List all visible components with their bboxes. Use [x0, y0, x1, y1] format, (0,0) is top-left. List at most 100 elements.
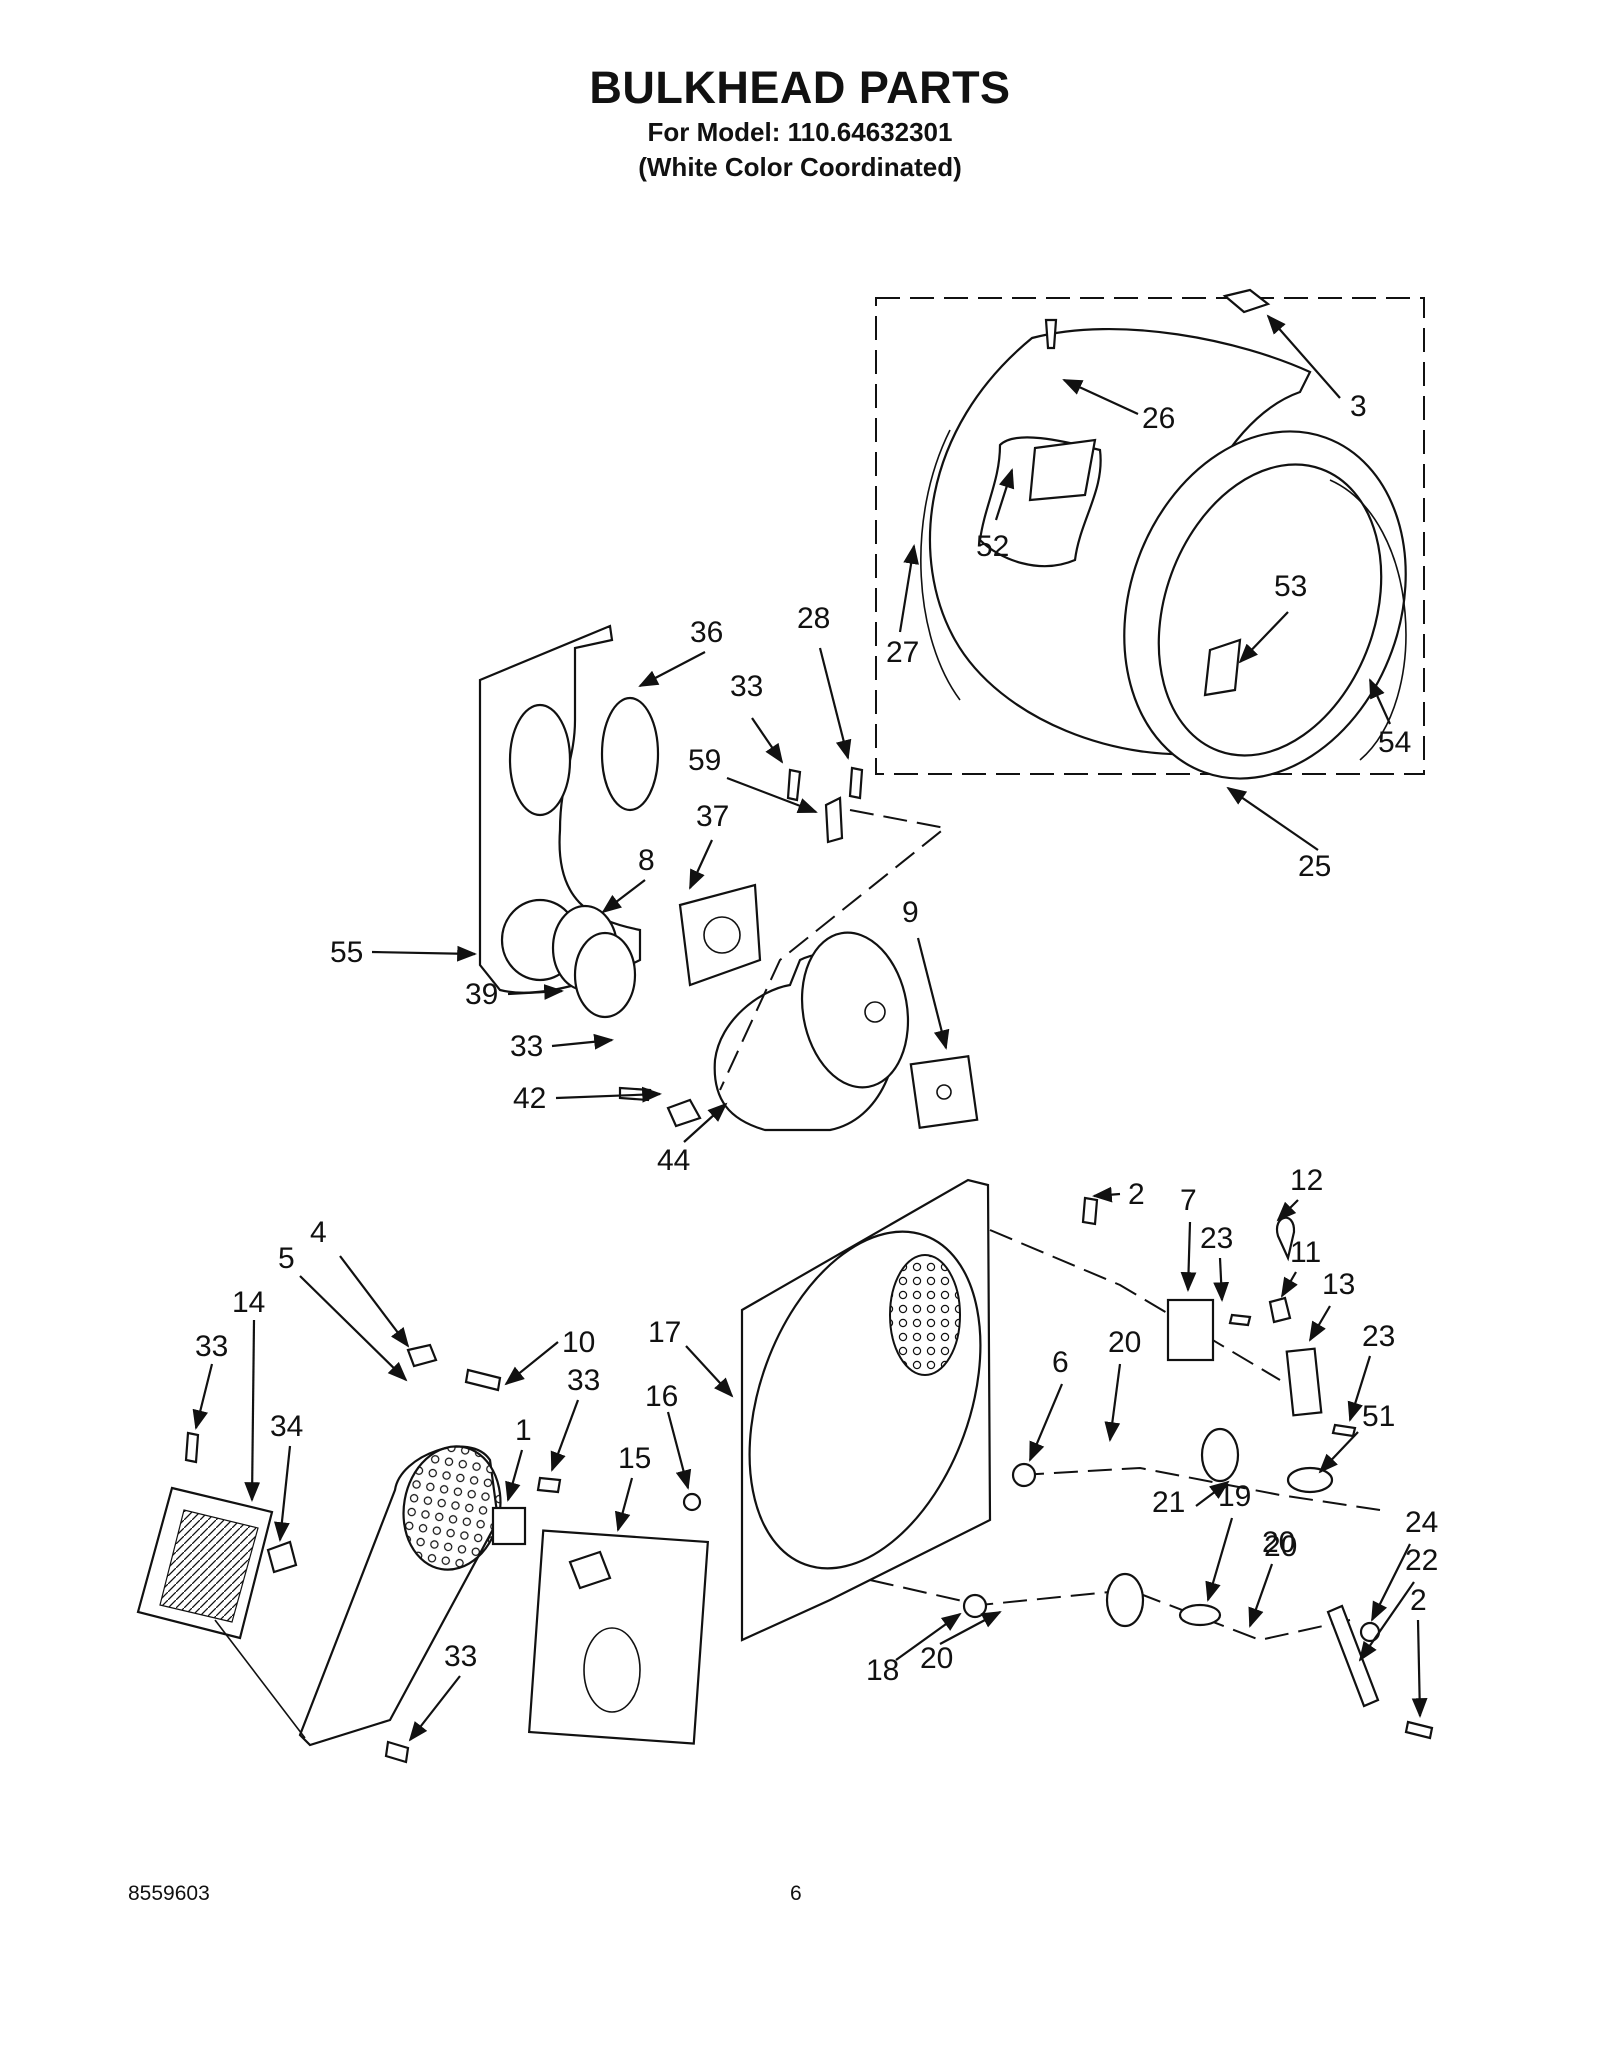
callout-25: 25: [1298, 850, 1331, 883]
leader-21: [1195, 1480, 1230, 1507]
callout-20-d: 20: [1264, 1530, 1297, 1563]
socket-11: [1268, 1296, 1292, 1324]
leader-9: [916, 937, 950, 1050]
callout-2-lower: 2: [1410, 1584, 1427, 1617]
screw-33-grille: [184, 1431, 200, 1464]
baffle-53: [1203, 638, 1242, 697]
callout-36: 36: [690, 616, 723, 649]
leader-20-b: [1248, 1563, 1274, 1628]
callout-1: 1: [515, 1414, 532, 1447]
callout-20-a: 20: [1108, 1326, 1141, 1359]
screw-33-bottom: [384, 1740, 410, 1764]
screw-23-b: [1331, 1423, 1357, 1438]
callout-23-b: 23: [1362, 1320, 1395, 1353]
leader-13: [1308, 1305, 1331, 1342]
leader-arrows: [192, 314, 1428, 1742]
leader-23-b: [1347, 1355, 1372, 1422]
leader-8: [601, 879, 646, 914]
callout-23-a: 23: [1200, 1222, 1233, 1255]
leader-12: [1276, 1199, 1299, 1222]
lint-duct-assembly: [136, 1343, 710, 1764]
leader-20-c: [939, 1611, 1002, 1645]
screw-28: [848, 766, 864, 800]
wire-kit-box-15: [527, 1529, 710, 1745]
blower-cover-disc: [800, 931, 910, 1089]
callout-33-blower: 33: [510, 1030, 543, 1063]
front-panel-assembly: [682, 1178, 1434, 1740]
callout-3: 3: [1350, 390, 1367, 423]
leader-19: [1205, 1517, 1234, 1602]
grille-14-mesh: [159, 1509, 259, 1623]
leader-27: [898, 544, 919, 633]
page-number: 6: [790, 1882, 802, 1905]
callout-33-bottom: 33: [444, 1640, 477, 1673]
callout-2-upper: 2: [1128, 1178, 1145, 1211]
leader-18: [895, 1612, 962, 1661]
bearing-19: [1178, 1603, 1222, 1627]
leader-20-a: [1104, 1363, 1122, 1442]
leader-33-kit: [550, 1399, 580, 1472]
leader-4: [339, 1255, 410, 1348]
drum-seal-54: [1329, 479, 1407, 761]
leader-15: [614, 1477, 634, 1532]
callout-12: 12: [1290, 1164, 1323, 1197]
callout-33-upper: 33: [730, 670, 763, 703]
screw-10: [464, 1368, 502, 1392]
drum-seal-27: [920, 429, 961, 701]
thermal-label-9: [909, 1055, 979, 1129]
leader-16: [666, 1411, 692, 1490]
callout-22: 22: [1405, 1544, 1438, 1577]
leader-10: [504, 1341, 559, 1386]
leader-55: [371, 945, 477, 962]
blower-assembly: [478, 624, 979, 1132]
callout-8: 8: [638, 844, 655, 877]
leader-3: [1266, 314, 1341, 399]
callout-39: 39: [465, 978, 498, 1011]
thermal-sun-icon: [936, 1084, 952, 1100]
washer-6: [1011, 1462, 1037, 1488]
leader-36: [638, 651, 706, 687]
leader-23-a: [1213, 1257, 1230, 1302]
callout-34: 34: [270, 1410, 303, 1443]
callout-26: 26: [1142, 402, 1175, 435]
thermistor-42: [666, 1098, 702, 1128]
callout-13: 13: [1322, 1268, 1355, 1301]
lint-screen-grille: [889, 1254, 961, 1376]
callout-24: 24: [1405, 1506, 1438, 1539]
leader-33-upper: [751, 717, 784, 764]
leader-22: [1358, 1581, 1415, 1662]
blower-wheel-39: [573, 931, 637, 1019]
bracket-59: [824, 796, 844, 844]
seal-36: [600, 696, 660, 812]
baffle-clip-3: [1222, 288, 1271, 314]
leader-53: [1238, 611, 1289, 664]
callout-7: 7: [1180, 1184, 1197, 1217]
callout-11: 11: [1290, 1236, 1321, 1269]
callout-44: 44: [657, 1144, 690, 1177]
callout-4: 4: [310, 1216, 327, 1249]
callout-27: 27: [886, 636, 919, 669]
callout-54: 54: [1378, 726, 1411, 759]
callout-37: 37: [696, 800, 729, 833]
leader-39: [507, 984, 564, 1000]
switch-7: [1166, 1298, 1215, 1362]
drum-baffle: [1028, 438, 1097, 502]
variant-line: (White Color Coordinated): [638, 152, 962, 182]
callout-20-b: 20: [1262, 1526, 1295, 1559]
leader-1: [505, 1449, 524, 1502]
arm-22: [1326, 1604, 1380, 1708]
callout-5: 5: [278, 1242, 295, 1275]
leader-14: [244, 1319, 261, 1502]
roller-21-upper: [1200, 1427, 1240, 1483]
leader-7: [1180, 1221, 1197, 1292]
bracket-13: [1285, 1347, 1323, 1417]
leader-24: [1371, 1543, 1411, 1622]
screw-2-upper: [1081, 1196, 1099, 1226]
leader-25: [1226, 786, 1319, 851]
leader-28: [818, 647, 852, 760]
blower-hub: [864, 1001, 886, 1023]
callout-10: 10: [562, 1326, 595, 1359]
callout-17: 17: [648, 1316, 681, 1349]
screw-33-upper: [786, 768, 802, 802]
